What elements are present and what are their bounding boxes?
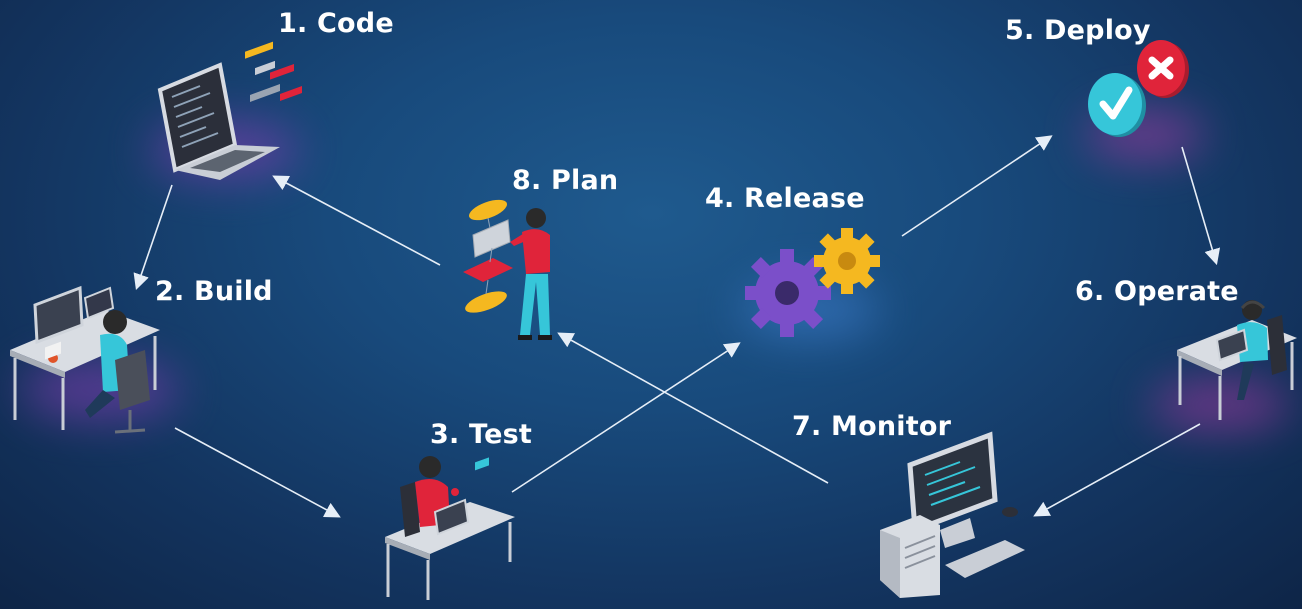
check-cross-icon — [1088, 40, 1189, 137]
arrow-code-to-build — [133, 184, 173, 291]
arrow-plan-to-code — [272, 175, 441, 266]
step-label-plan: 8. Plan — [512, 165, 619, 196]
gears-icon — [745, 228, 880, 337]
arrow-test-to-release — [511, 342, 741, 493]
arrow-build-to-test — [174, 427, 341, 518]
arrow-monitor-to-plan — [557, 332, 829, 484]
monitor-computer-icon — [880, 431, 1025, 598]
arrow-operate-to-monitor — [1033, 423, 1201, 517]
step-label-operate: 6. Operate — [1075, 276, 1239, 307]
planner-flowchart-icon — [463, 199, 552, 340]
step-label-deploy: 5. Deploy — [1005, 15, 1151, 46]
step-label-build: 2. Build — [155, 276, 273, 307]
step-label-release: 4. Release — [705, 183, 865, 214]
step-label-test: 3. Test — [430, 419, 532, 450]
step-label-monitor: 7. Monitor — [792, 411, 952, 442]
operator-desk-icon — [1177, 300, 1297, 420]
developer-desk-icon — [10, 285, 160, 434]
arrow-release-to-deploy — [901, 135, 1053, 237]
step-label-code: 1. Code — [278, 8, 394, 39]
tester-desk-icon — [385, 456, 515, 600]
arrow-deploy-to-operate — [1181, 146, 1221, 266]
laptop-code-icon — [157, 41, 302, 180]
